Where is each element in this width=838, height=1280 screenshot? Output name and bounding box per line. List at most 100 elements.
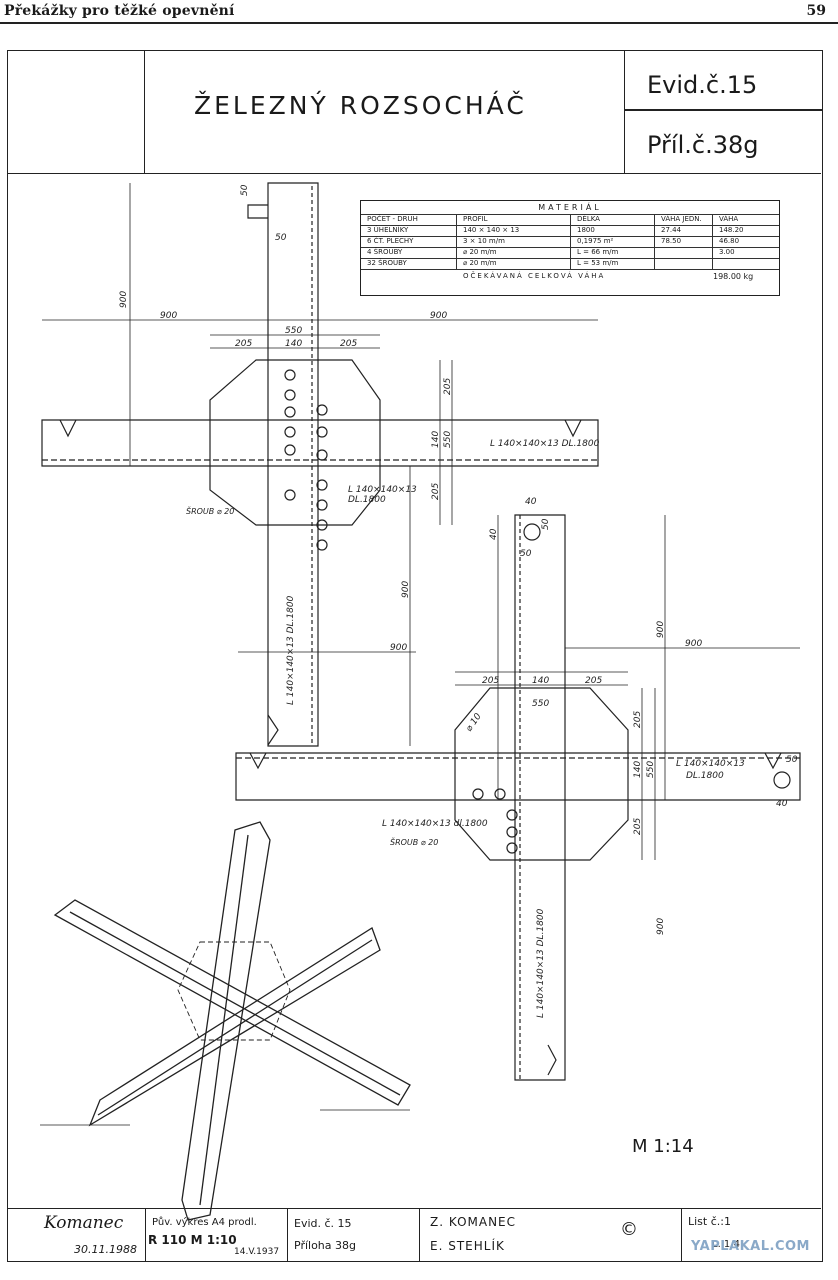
book-header: Překážky pro těžké opevnění 59 — [0, 0, 838, 26]
list-sheet: L. 1/4 — [712, 1239, 741, 1250]
dim-text-900-left: 900 — [160, 311, 177, 321]
angle-end-notch — [764, 752, 782, 770]
drawing-sheet: ŽELEZNÝ ROZSOCHÁČ Evid.č.15 Příl.č.38g K… — [7, 50, 823, 1262]
header-cell: VÁHA JEDN. — [655, 214, 713, 225]
label-angle-a: L 140×140×13 DL.1800 — [490, 439, 600, 449]
label-bolt-lower: ŠROUB ⌀ 20 — [390, 836, 438, 847]
iso-member-vertical — [181, 821, 271, 1221]
label-angle-c-1: L 140×140×13 — [676, 759, 745, 769]
label-bolt-upper: ŠROUB ⌀ 20 — [186, 505, 234, 516]
dim-text-205-low-r: 205 — [585, 676, 602, 686]
table-total-row: OČEKÁVANÁ CELKOVÁ VÁHA 198.00 kg — [361, 271, 779, 282]
footer-block: Komanec 30.11.1988 Pův. výkres A4 prodl.… — [8, 1208, 821, 1261]
gusset-plate-upper — [209, 359, 381, 526]
angle-end-notch — [547, 1044, 557, 1076]
label-angle-b-2: DL.1800 — [348, 495, 386, 505]
original-scale: R 110 M 1:10 — [148, 1233, 237, 1247]
dim-text-140-low: 140 — [532, 676, 549, 686]
label-angle-d: L 140×140×13 dl.1800 — [382, 819, 488, 829]
iso-member-diag-a — [53, 899, 411, 1106]
material-table: MATERIÁL POČET - DRUH PROFIL DÉLKA VÁHA … — [360, 200, 780, 296]
member-labels: L 140×140×13 DL.1800 L 140×140×13 DL.180… — [186, 439, 745, 1018]
angle-end-notch — [267, 714, 279, 746]
iso-member-diag-b — [88, 927, 381, 1127]
angle-end-detail — [247, 204, 268, 219]
watermark: YAPLAKAL.COM — [691, 1239, 810, 1254]
dim-text-50-b: 50 — [275, 233, 287, 243]
table-cell: L = 53 m/m — [571, 258, 655, 269]
title-block-left-cell — [8, 51, 145, 173]
label-angle-b-1: L 140×140×13 — [348, 485, 417, 495]
signature: Komanec — [44, 1213, 124, 1233]
dim-text-140-v: 140 — [633, 761, 643, 778]
dim-text-40-b: 40 — [489, 528, 499, 540]
label-angle-c-2: DL.1800 — [686, 771, 724, 781]
drawing-title: ŽELEZNÝ ROZSOCHÁČ — [194, 91, 527, 120]
dim-text-550-v: 550 — [646, 761, 656, 778]
dim-text-900-vert: 900 — [119, 291, 129, 308]
gusset-plate-lower — [454, 687, 629, 861]
title-block-separator — [625, 109, 822, 111]
horizontal-angle-lower — [235, 752, 801, 801]
title-block-right: Evid.č.15 Příl.č.38g — [624, 51, 822, 173]
table-cell: 140 × 140 × 13 — [457, 225, 571, 236]
dim-text-140-vert: 140 — [431, 431, 441, 448]
dim-text-40: 40 — [525, 497, 537, 507]
vertical-angle-lower — [514, 514, 566, 1081]
table-cell: 32 ŠROUBY — [361, 258, 457, 269]
bolt-group-upper — [284, 369, 328, 551]
dim-text-550-low: 550 — [532, 699, 549, 709]
author-stehlik: E. STEHLÍK — [430, 1239, 505, 1253]
dim-text-900-mid: 900 — [401, 581, 411, 598]
end-hole — [523, 523, 541, 541]
book-title: Překážky pro těžké opevnění — [4, 3, 235, 19]
angle-end-notch — [59, 419, 77, 438]
dim-text-140: 140 — [285, 339, 302, 349]
total-value: 198.00 kg — [713, 272, 754, 281]
author-komanec: Z. KOMANEC — [430, 1215, 517, 1229]
table-cell: 3.00 — [719, 248, 735, 256]
footer-signature-cell: Komanec 30.11.1988 — [8, 1209, 146, 1261]
table-cell: 3 × 10 m/m — [457, 236, 571, 247]
evid-number: Evid.č.15 — [647, 71, 758, 99]
table-cell: 3 ÚHELNÍKY — [361, 225, 457, 236]
dim-text-900-bottom: 900 — [656, 918, 666, 935]
header-cell: DÉLKA — [571, 214, 655, 225]
footer-evid: Evid. č. 15 — [294, 1217, 352, 1230]
footer-priloha: Příloha 38g — [294, 1239, 356, 1252]
table-cell: 0,1975 m² — [571, 236, 655, 247]
table-cell: 27.44 — [655, 225, 713, 236]
scale-note: M 1:14 — [632, 1136, 694, 1157]
dim-text-900-mid-h: 900 — [390, 643, 407, 653]
footer-authors-cell: Z. KOMANEC E. STEHLÍK © — [420, 1209, 682, 1261]
dim-text-205: 205 — [443, 378, 453, 395]
header-cell: PROFIL — [457, 214, 571, 225]
header-rule — [0, 22, 838, 24]
dim-text-205-lower: 205 — [431, 483, 441, 500]
table-cell — [655, 247, 713, 258]
table-cell: 78.50 — [655, 236, 713, 247]
isometric-view — [40, 821, 411, 1221]
pril-number: Příl.č.38g — [647, 131, 759, 159]
dim-text-205-low-l: 205 — [482, 676, 499, 686]
dim-text-900-low-h: 900 — [685, 639, 702, 649]
table-cell: 46.80 — [719, 237, 740, 245]
list-number: List č.:1 — [688, 1215, 731, 1228]
footer-original-cell: Pův. výkres A4 prodl. R 110 M 1:10 14.V.… — [146, 1209, 288, 1261]
horizontal-angle-upper — [41, 419, 599, 467]
table-row: 32 ŠROUBY ⌀ 20 m/m L = 53 m/m — [361, 258, 779, 270]
table-cell: ⌀ 20 m/m — [457, 247, 571, 258]
table-cell: ⌀ 20 m/m — [457, 258, 571, 269]
table-cell: L = 66 m/m — [571, 247, 655, 258]
dim-text-900-low: 900 — [656, 621, 666, 638]
table-cell: 1800 — [571, 225, 655, 236]
dim-text-50-d: 50 — [541, 518, 551, 530]
dim-text-900-right: 900 — [430, 311, 447, 321]
dim-text-50: 50 — [240, 184, 250, 196]
angle-end-notch — [564, 419, 582, 438]
end-hole — [773, 771, 791, 789]
label-angle-vert: L 140×140×13 DL.1800 — [286, 595, 296, 705]
footer-list-cell: List č.:1 L. 1/4 — [682, 1209, 821, 1261]
dim-text-205-v1: 205 — [633, 711, 643, 728]
